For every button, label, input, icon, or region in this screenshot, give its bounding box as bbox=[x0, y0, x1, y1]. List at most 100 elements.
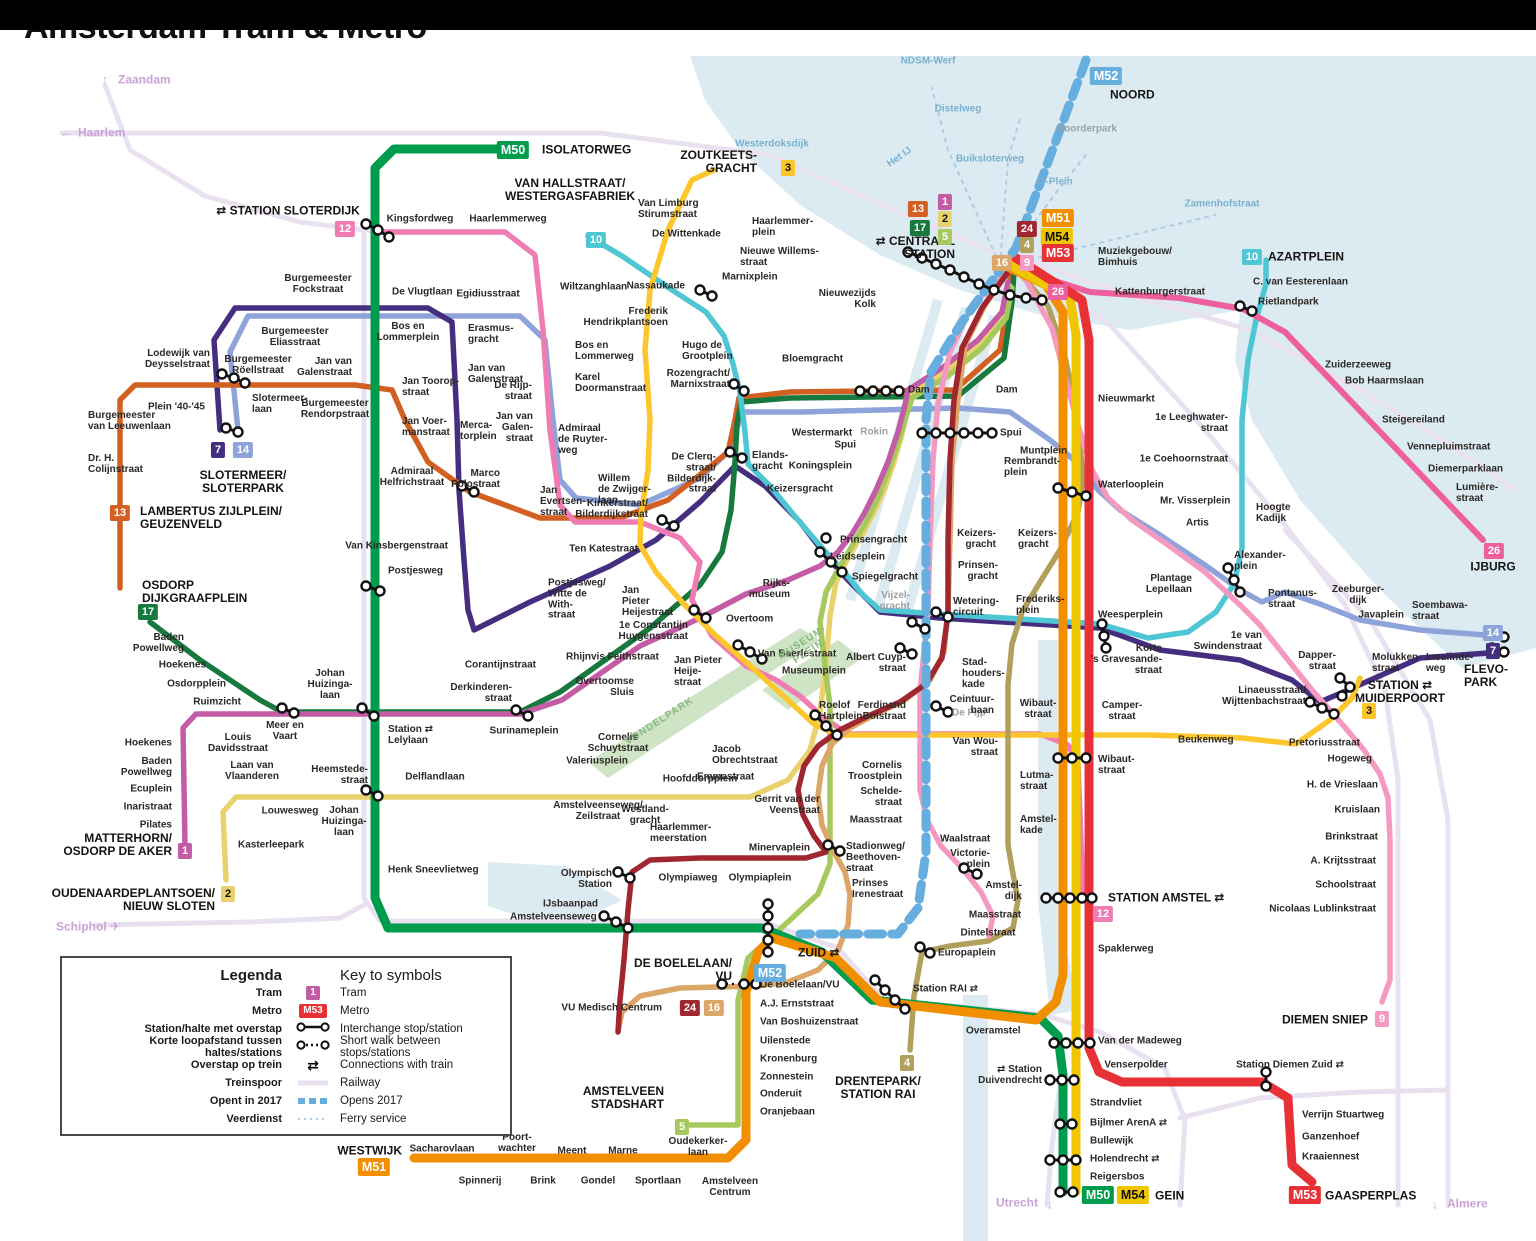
line-m51 bbox=[409, 263, 1068, 1163]
terminus-label: LAMBERTUS ZIJLPLEIN/ GEUZENVELD bbox=[140, 504, 283, 531]
station-label: Victorie- plein bbox=[950, 848, 990, 870]
station-label: Kattenburgerstraat bbox=[1114, 286, 1206, 298]
interchange-dot bbox=[1222, 562, 1234, 574]
terminus-label: NOORD bbox=[1110, 87, 1155, 102]
interchange-dot bbox=[825, 556, 837, 568]
line-badge-3: 3 bbox=[1361, 703, 1377, 719]
line-badge-9: 9 bbox=[1374, 1011, 1390, 1027]
edge-destination-label: ← bbox=[60, 125, 72, 140]
line-badge-m51: M51 bbox=[357, 1158, 391, 1176]
station-label: De Clerq- straat/ Bilderdijk- straat bbox=[667, 451, 716, 495]
legend-symbol-interchange bbox=[290, 1020, 336, 1038]
station-label: Egidiusstraat bbox=[456, 288, 520, 300]
interchange-dot bbox=[820, 532, 832, 544]
water-area bbox=[488, 862, 622, 930]
park-area bbox=[762, 640, 862, 710]
line-badge-m50: M50 bbox=[1081, 1186, 1115, 1204]
interchange-dot bbox=[288, 707, 300, 719]
station-label: Van Kinsbergenstraat bbox=[345, 540, 448, 552]
station-label: Kingsfordweg bbox=[386, 213, 454, 225]
interchange-dot bbox=[880, 385, 892, 397]
station-label: Ecuplein bbox=[130, 783, 172, 795]
station-label: Bloemgracht bbox=[782, 353, 844, 365]
interchange-dot bbox=[1316, 702, 1328, 714]
interchange-dot bbox=[1066, 486, 1078, 498]
station-label: Meer en Vaart bbox=[266, 720, 304, 742]
interchange-dot bbox=[372, 224, 384, 236]
station-label: Albert Cuyp- straat bbox=[846, 652, 906, 674]
station-label: Amstelveen Centrum bbox=[701, 1176, 759, 1198]
station-label: Hoogte Kadijk bbox=[1256, 502, 1291, 524]
station-label: Stadionweg/ Beethoven- straat bbox=[846, 840, 905, 874]
station-label: Overamstel bbox=[966, 1025, 1021, 1037]
line-rail-haarlem bbox=[59, 130, 1003, 258]
station-label: Spiegelgracht bbox=[852, 571, 919, 583]
station-label: Ten Katestraat bbox=[569, 543, 638, 555]
station-label: Olympiaweg bbox=[658, 872, 718, 884]
station-label: Frederiks- plein bbox=[1016, 594, 1065, 616]
station-label: Sacharovlaan bbox=[409, 1143, 475, 1155]
line-badge-16: 16 bbox=[991, 255, 1013, 271]
station-label: Hoofddorpplein bbox=[662, 773, 738, 785]
station-label: Oranjebaan bbox=[760, 1106, 816, 1118]
station-label: Poort- wachter bbox=[498, 1132, 536, 1154]
station-label: Baden Powellweg bbox=[120, 756, 172, 778]
station-label: 1e Leeghwater- straat bbox=[1155, 412, 1228, 434]
station-label: Zeeburger- dijk bbox=[1331, 584, 1385, 606]
interchange-dot bbox=[958, 862, 970, 874]
station-label: C. van Eesterenlaan bbox=[1253, 276, 1349, 288]
station-label: Nassaukade bbox=[626, 280, 685, 292]
line-badge-10: 10 bbox=[585, 232, 607, 248]
interchange-dot bbox=[220, 422, 232, 434]
station-label: Merca- torplein bbox=[460, 420, 497, 442]
interchange-dot bbox=[894, 642, 906, 654]
station-label: Henk Sneevlietweg bbox=[388, 864, 479, 876]
interchange-dot bbox=[762, 910, 774, 922]
line-badge-m54: M54 bbox=[1040, 228, 1074, 246]
interchange-dot bbox=[958, 427, 970, 439]
future-station-label: De Pijp bbox=[952, 707, 986, 719]
station-label: Holendrecht ⇄ bbox=[1090, 1153, 1160, 1165]
station-label: Ganzenhoef bbox=[1302, 1131, 1360, 1143]
interchange-dot bbox=[732, 639, 744, 651]
station-label: Baden Powellweg bbox=[132, 632, 184, 654]
interchange-dot bbox=[612, 866, 624, 878]
station-label: Kraaiennest bbox=[1302, 1151, 1360, 1163]
station-label: Admiraal Helfrichstraat bbox=[379, 466, 445, 488]
water-area bbox=[963, 995, 988, 1241]
station-label: Muziekgebouw/ Bimhuis bbox=[1098, 246, 1172, 268]
line-badge-m50: M50 bbox=[496, 141, 530, 159]
interchange-dot bbox=[986, 427, 998, 439]
line-badge-m54: M54 bbox=[1116, 1186, 1150, 1204]
station-label: Jacob Obrechtstraat bbox=[712, 744, 778, 766]
line-badge-4: 4 bbox=[899, 1055, 915, 1071]
line-badge-16: 16 bbox=[703, 1000, 725, 1016]
legend-symbol-railway bbox=[290, 1074, 336, 1092]
station-label: Jan van Galenstraat bbox=[296, 356, 352, 378]
station-label: Pilates bbox=[139, 819, 172, 831]
interchange-dot bbox=[456, 480, 468, 492]
station-label: Venserpolder bbox=[1104, 1059, 1168, 1071]
station-label: Amstelveenseweg bbox=[510, 911, 597, 923]
interchange-dot bbox=[879, 984, 891, 996]
interchange-dot bbox=[688, 604, 700, 616]
station-label: Osdorpplein bbox=[167, 678, 226, 690]
line-badge-m52: M52 bbox=[1089, 67, 1123, 85]
interchange-dot bbox=[1080, 490, 1092, 502]
interchange-dot bbox=[372, 790, 384, 802]
interchange-dot bbox=[1044, 1074, 1056, 1086]
terminus-label: DIEMEN SNIEP bbox=[1281, 1012, 1368, 1027]
station-label: Haarlemmer- plein bbox=[752, 216, 814, 238]
future-station-label: Noorderpark bbox=[1057, 123, 1118, 135]
water-label: Buiksloterweg bbox=[955, 153, 1025, 165]
station-label: Corantijnstraat bbox=[464, 659, 536, 671]
station-label: Heemstede- straat bbox=[311, 764, 368, 786]
station-label: Meent bbox=[557, 1145, 587, 1157]
future-station-label: Rokin bbox=[860, 426, 888, 438]
station-label: Kasterleepark bbox=[238, 839, 305, 851]
interchange-dot bbox=[893, 385, 905, 397]
station-label: Alexander- plein bbox=[1234, 550, 1286, 572]
station-label: Prinsen- gracht bbox=[957, 560, 998, 582]
